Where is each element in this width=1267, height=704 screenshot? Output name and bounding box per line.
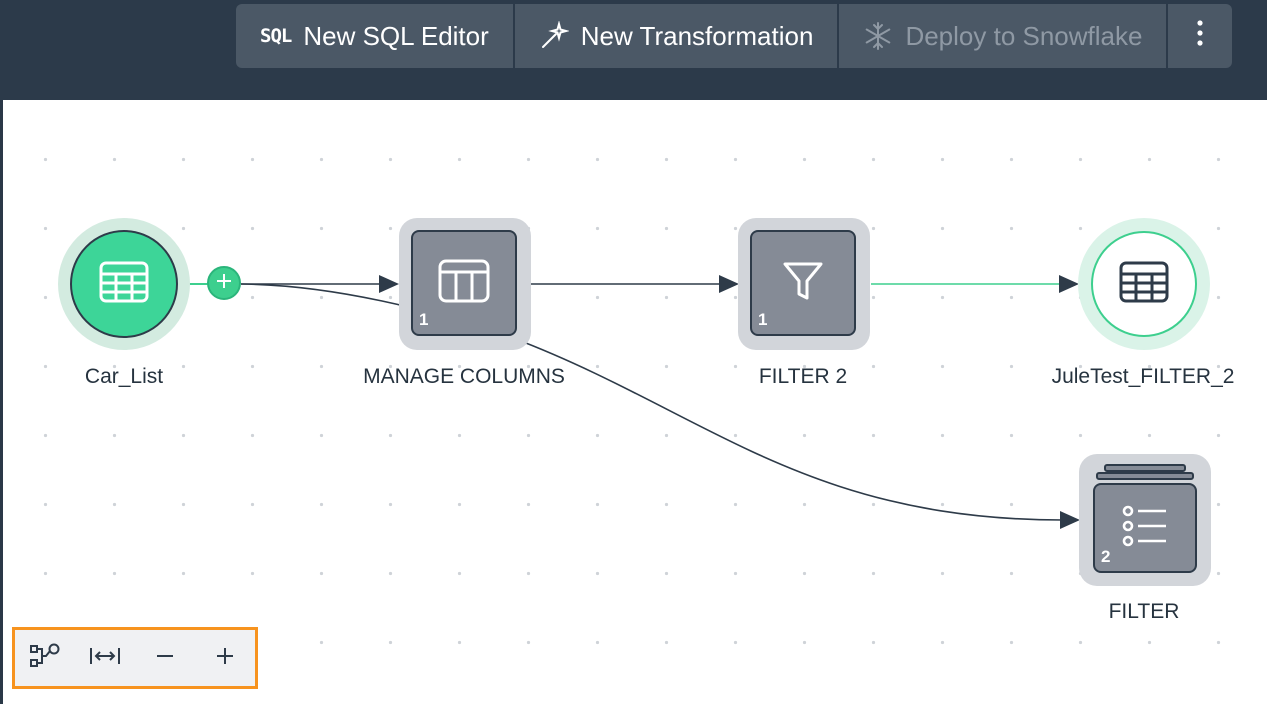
deploy-to-snowflake-label: Deploy to Snowflake (905, 20, 1143, 51)
target-node-circle (1091, 231, 1197, 337)
snowflake-icon (863, 21, 893, 51)
zoom-out-button[interactable] (135, 630, 195, 686)
stack-layer-back (1104, 464, 1186, 472)
auto-layout-button[interactable] (15, 630, 75, 686)
node-badge-count: 1 (419, 310, 429, 329)
fit-width-button[interactable] (75, 630, 135, 686)
edge-car-list-to-filter (240, 283, 1080, 529)
node-label-filter: FILTER (1108, 600, 1180, 623)
canvas-controls (12, 627, 258, 689)
operator-node-body: 2 (1093, 483, 1197, 573)
operator-node-manage-columns[interactable]: 1 (399, 218, 531, 350)
sql-icon: SQL (260, 25, 292, 47)
new-sql-editor-button[interactable]: SQL New SQL Editor (236, 4, 515, 68)
funnel-icon (781, 259, 825, 308)
new-sql-editor-label: New SQL Editor (303, 20, 489, 51)
toolbar: SQL New SQL Editor New Transformation De… (236, 4, 1233, 68)
source-node-circle (70, 230, 178, 338)
node-label-car-list: Car_List (84, 365, 164, 388)
columns-icon (438, 259, 490, 308)
deploy-to-snowflake-button[interactable]: Deploy to Snowflake (839, 4, 1169, 68)
node-badge-count: 2 (1101, 547, 1111, 566)
operator-node-filter-2[interactable]: 1 (738, 218, 870, 350)
new-transformation-button[interactable]: New Transformation (514, 4, 840, 68)
node-label-juletest-filter-2: JuleTest_FILTER_2 (1051, 365, 1235, 388)
more-options-button[interactable] (1168, 4, 1233, 68)
table-icon (99, 261, 149, 308)
table-icon (1119, 261, 1169, 308)
target-node-julettest-filter-2[interactable] (1078, 218, 1210, 350)
stack-layer-middle (1096, 472, 1194, 480)
pipeline-canvas[interactable]: Car_List 1 MANAGE COLUMNS (3, 100, 1267, 704)
edge-manage-columns-to-filter-2 (531, 275, 739, 293)
node-badge-count: 1 (758, 310, 768, 329)
zoom-in-button[interactable] (195, 630, 255, 686)
list-icon (1122, 505, 1168, 552)
add-step-button[interactable] (207, 266, 241, 300)
magic-wand-icon (539, 21, 569, 51)
operator-node-body: 1 (411, 230, 517, 336)
auto-layout-icon (29, 642, 61, 675)
new-transformation-label: New Transformation (580, 20, 814, 51)
fit-width-icon (89, 646, 121, 671)
zoom-out-icon (155, 646, 175, 671)
operator-node-filter[interactable]: 2 (1079, 454, 1211, 586)
pipeline-edges (175, 275, 1080, 529)
operator-node-body: 1 (750, 230, 856, 336)
vertical-ellipsis-icon (1196, 19, 1204, 54)
node-label-manage-columns: MANAGE COLUMNS (363, 365, 565, 388)
plus-icon (215, 272, 233, 295)
edge-filter-2-to-target (871, 275, 1079, 293)
node-label-filter-2: FILTER 2 (758, 365, 848, 388)
source-node-car-list[interactable] (58, 218, 190, 350)
zoom-in-icon (215, 646, 235, 671)
